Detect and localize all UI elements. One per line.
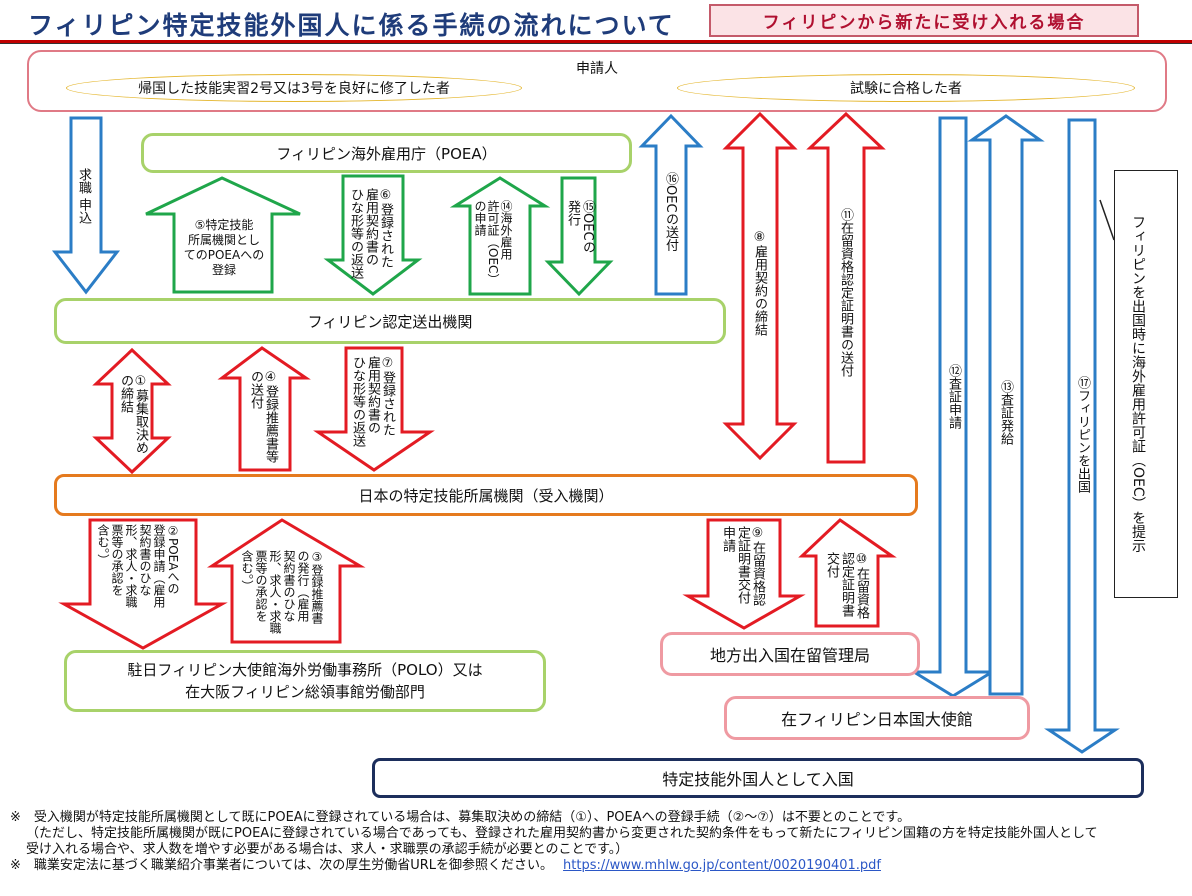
label-step-1: ①募集取決め の締結 bbox=[118, 374, 148, 454]
label-step-8: ⑧雇用契約の締結 bbox=[752, 230, 767, 336]
mhlw-url-link[interactable]: https://www.mhlw.go.jp/content/002019040… bbox=[563, 858, 881, 873]
arrow-step-9 bbox=[682, 518, 806, 630]
note-2: （ただし、特定技能所属機関が既にPOEAに登録されている場合であっても、登録され… bbox=[26, 826, 1098, 841]
footnotes: ※ 受入機関が特定技能所属機関として既にPOEAに登録されている場合は、募集取決… bbox=[10, 810, 1185, 874]
arrow-step-11 bbox=[806, 111, 886, 464]
sending-agency-box: フィリピン認定送出機関 bbox=[54, 298, 726, 344]
label-step-3: ③登録推薦書 の発行（雇用 契約書のひな 形、求人・求職 票等の承認を 含む。） bbox=[240, 550, 324, 634]
arrow-step-10 bbox=[798, 518, 897, 628]
label-step-13: ⑬査証発給 bbox=[998, 380, 1013, 445]
note-4-row: ※ 職業安定法に基づく職業紹介事業者については、次の厚生労働省URLを御参照くだ… bbox=[10, 858, 1185, 874]
arrow-step-12 bbox=[908, 116, 998, 698]
page-title: フィリピン特定技能外国人に係る手続の流れについて bbox=[28, 11, 675, 40]
arrow-step-15 bbox=[544, 176, 614, 297]
label-step-16: ⑯OECの送付 bbox=[663, 172, 678, 252]
arrow-step-5 bbox=[145, 176, 301, 294]
label-step-2: ②POEAへの 登録申請（雇用 契約書のひな 形、求人・求職 票等の承認を 含む… bbox=[96, 524, 180, 608]
label-step-14: ⑭海外雇用 許可証（OEC） の申請 bbox=[473, 200, 513, 286]
label-step-9: ⑨在留資格認 定証明書交付 申請 bbox=[720, 526, 765, 606]
applicant-oval-former-trainee: 帰国した技能実習2号又は3号を良好に修了した者 bbox=[66, 74, 522, 102]
label-step-10: ⑩在留資格 認定証明書 交付 bbox=[824, 552, 869, 619]
label-step-12: ⑫査証申請 bbox=[946, 364, 961, 429]
japan-embassy-box: 在フィリピン日本国大使館 bbox=[724, 696, 1030, 740]
label-step-15: ⑮OECの 発行 bbox=[565, 200, 595, 254]
label-step-6: ⑥登録された 雇用契約書の ひな形等の返送 bbox=[348, 188, 393, 279]
label-step-4: ④登録推薦書等 の送付 bbox=[248, 370, 278, 463]
arrow-step-6 bbox=[323, 174, 423, 296]
oec-callout-text: フィリピンを出国時に海外雇用許可証（OEC）を提示 bbox=[1130, 215, 1146, 553]
callout-pointer bbox=[1099, 199, 1115, 241]
arrow-step-2 bbox=[58, 518, 228, 650]
note-1: ※ 受入機関が特定技能所属機関として既にPOEAに登録されている場合は、募集取決… bbox=[10, 810, 911, 825]
polo-line-1: 駐日フィリピン大使館海外労働事務所（POLO）又は bbox=[127, 661, 483, 679]
applicant-oval-test-passer: 試験に合格した者 bbox=[677, 74, 1135, 102]
note-3: 受け入れる場合や、求人数を増やす必要がある場合は、求人・求職票の承認手続が必要と… bbox=[26, 842, 629, 857]
arrow-step-14 bbox=[449, 176, 551, 296]
employer-box: 日本の特定技能所属機関（受入機関） bbox=[54, 474, 918, 516]
arrow-step-8 bbox=[722, 111, 798, 461]
arrow-step-13 bbox=[967, 114, 1045, 696]
oec-callout-box: フィリピンを出国時に海外雇用許可証（OEC）を提示 bbox=[1114, 170, 1178, 598]
arrow-step-4 bbox=[217, 346, 311, 472]
title-divider bbox=[0, 40, 1192, 44]
subtitle-badge: フィリピンから新たに受け入れる場合 bbox=[709, 4, 1139, 37]
arrow-step-3 bbox=[206, 518, 366, 644]
poea-box: フィリピン海外雇用庁（POEA） bbox=[141, 133, 632, 173]
label-step-17: ⑰フィリピンを出国 bbox=[1075, 376, 1090, 493]
label-step-5: ⑤特定技能 所属機関とし てのPOEAへの 登録 bbox=[183, 218, 265, 277]
applicant-label: 申請人 bbox=[576, 61, 618, 77]
polo-box: 駐日フィリピン大使館海外労働事務所（POLO）又は 在大阪フィリピン総領事館労働… bbox=[64, 650, 546, 712]
arrow-step-7 bbox=[313, 346, 435, 472]
entry-box: 特定技能外国人として入国 bbox=[372, 758, 1144, 798]
note-4: ※ 職業安定法に基づく職業紹介事業者については、次の厚生労働省URLを御参照くだ… bbox=[10, 858, 554, 873]
arrow-step-16 bbox=[638, 113, 704, 296]
arrow-step-1 bbox=[92, 347, 172, 475]
polo-line-2: 在大阪フィリピン総領事館労働部門 bbox=[185, 683, 425, 701]
arrow-job-application bbox=[51, 116, 121, 295]
immigration-bureau-box: 地方出入国在留管理局 bbox=[660, 632, 920, 676]
label-job-application: 求職 申込 bbox=[76, 168, 91, 225]
arrow-step-17 bbox=[1044, 118, 1120, 754]
label-step-7: ⑦登録された 雇用契約書の ひな形等の返送 bbox=[350, 356, 395, 447]
label-step-11: ⑪在留資格認定証明書の送付 bbox=[838, 208, 853, 377]
